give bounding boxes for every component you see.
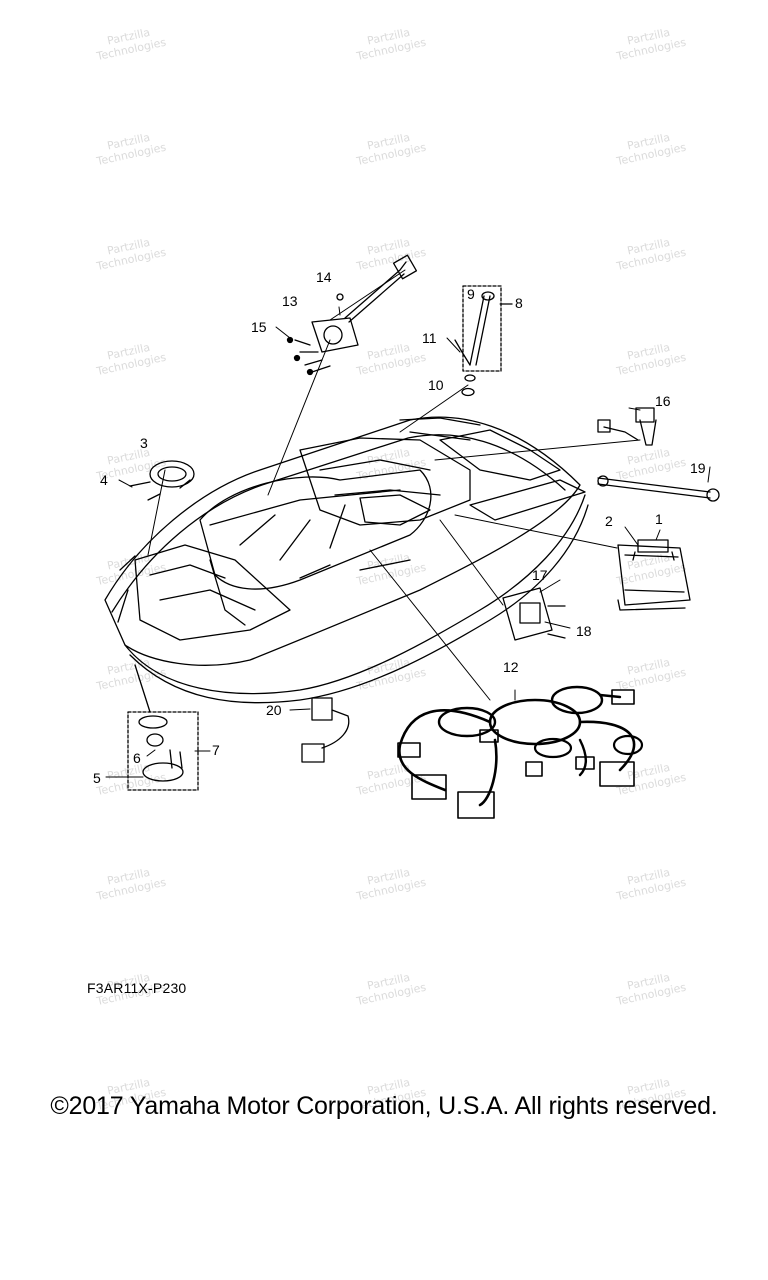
sensor-plate-assembly	[286, 254, 418, 376]
callout-13: 13	[282, 293, 298, 309]
connector-20	[301, 697, 350, 763]
callout-6: 6	[133, 750, 141, 766]
callout-10: 10	[428, 377, 444, 393]
sensor-16	[597, 407, 657, 446]
callout-11: 11	[422, 330, 437, 346]
callout-17: 17	[532, 567, 548, 583]
callout-9: 9	[467, 286, 475, 302]
callout-8: 8	[515, 295, 523, 311]
part-5-box	[127, 664, 199, 791]
bracket-assembly	[617, 539, 691, 611]
rod-19	[597, 475, 720, 502]
callout-2: 2	[605, 513, 613, 529]
callout-20: 20	[266, 702, 282, 718]
callout-15: 15	[251, 319, 267, 335]
boat-hull	[104, 416, 589, 704]
callout-4: 4	[100, 472, 108, 488]
callout-5: 5	[93, 770, 101, 786]
callout-7: 7	[212, 742, 220, 758]
callout-18: 18	[576, 623, 592, 639]
leader-lines	[105, 269, 711, 778]
callout-1: 1	[655, 511, 663, 527]
copyright-notice: ©2017 Yamaha Motor Corporation, U.S.A. A…	[50, 1092, 718, 1120]
callout-3: 3	[140, 435, 148, 451]
drain-tube-assembly	[454, 285, 513, 397]
diagram-code: F3AR11X-P230	[87, 980, 187, 996]
part-3	[129, 460, 195, 501]
part-17	[502, 587, 566, 641]
callout-14: 14	[316, 269, 332, 285]
callout-19: 19	[690, 460, 706, 476]
wire-harness-12	[397, 685, 644, 819]
callout-12: 12	[503, 659, 519, 675]
callout-16: 16	[655, 393, 671, 409]
